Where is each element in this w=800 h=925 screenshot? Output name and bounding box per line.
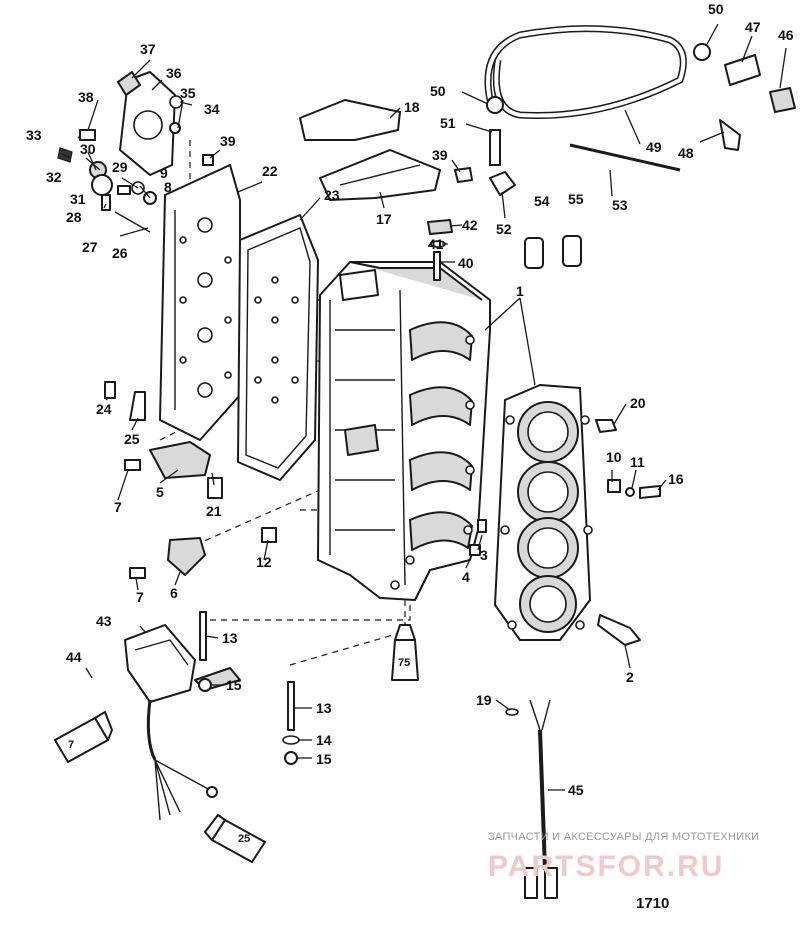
tube-label-25: 25	[238, 833, 250, 845]
wire-harness	[505, 699, 558, 899]
callout-36: 36	[166, 65, 182, 81]
callout-11: 11	[630, 454, 645, 470]
figure-number: 1710	[636, 895, 669, 912]
callout-24: 24	[96, 401, 112, 417]
callout-7-a: 7	[114, 499, 122, 515]
top-covers	[299, 99, 441, 201]
tube-label-75: 75	[398, 657, 410, 669]
callout-6: 6	[170, 585, 178, 601]
callout-9: 9	[160, 165, 168, 181]
callout-19: 19	[476, 692, 492, 708]
callout-3: 3	[480, 547, 488, 563]
callout-28: 28	[66, 209, 82, 225]
callout-49: 49	[646, 139, 662, 155]
callout-31: 31	[70, 191, 86, 207]
head-bolts	[469, 419, 661, 646]
callout-16: 16	[668, 471, 684, 487]
callout-38: 38	[78, 89, 94, 105]
callout-18: 18	[404, 99, 420, 115]
callout-23: 23	[324, 187, 340, 203]
callout-40: 40	[458, 255, 474, 271]
callout-45: 45	[568, 782, 584, 798]
callout-43: 43	[96, 613, 112, 629]
callout-47: 47	[745, 19, 761, 35]
callout-26: 26	[112, 245, 128, 261]
callout-41: 41	[428, 236, 444, 252]
water-hose	[484, 25, 796, 172]
callout-34: 34	[204, 101, 220, 117]
callout-1: 1	[516, 283, 524, 299]
thermostat-cover	[117, 71, 176, 176]
callout-22: 22	[262, 163, 278, 179]
callout-39-b: 39	[432, 147, 448, 163]
watermark-caption: ЗАПЧАСТИ И АКСЕССУАРЫ ДЛЯ МОТОТЕХНИКИ	[488, 831, 759, 843]
callout-12: 12	[256, 554, 272, 570]
callout-30: 30	[80, 141, 96, 157]
callout-46: 46	[778, 27, 794, 43]
callout-27: 27	[82, 239, 98, 255]
cylinder-block	[317, 261, 491, 601]
callout-25: 25	[124, 431, 140, 447]
callout-5: 5	[156, 484, 164, 500]
callout-39-a: 39	[220, 133, 236, 149]
callout-numbers: 1 2 3 4 5 6 7 7 8 9 10 11 12 13 13 14 15…	[26, 1, 794, 798]
cylinder-head	[494, 384, 593, 641]
leader-lines	[61, 23, 787, 791]
callout-14: 14	[316, 732, 332, 748]
callout-48: 48	[678, 145, 694, 161]
callout-55: 55	[568, 191, 584, 207]
sealant-tube-7: 7	[54, 711, 113, 763]
tube-label-7: 7	[68, 739, 74, 751]
watermark: ЗАПЧАСТИ И АКСЕССУАРЫ ДЛЯ МОТОТЕХНИКИ PA…	[488, 831, 759, 883]
callout-50-a: 50	[708, 1, 724, 17]
callout-54: 54	[534, 193, 550, 209]
studs-and-nuts	[194, 611, 300, 765]
callout-52: 52	[496, 221, 512, 237]
callout-44: 44	[66, 649, 82, 665]
sealant-tube-75: 75	[391, 624, 419, 681]
rectifier	[124, 624, 218, 821]
sealant-tube-25: 25	[204, 814, 266, 863]
callout-2: 2	[626, 669, 634, 685]
callout-15-a: 15	[226, 677, 242, 693]
callout-29: 29	[112, 159, 128, 175]
callout-8: 8	[164, 179, 172, 195]
callout-51: 51	[440, 115, 456, 131]
callout-15-b: 15	[316, 751, 332, 767]
exhaust-cover-plate	[159, 164, 241, 441]
callout-20: 20	[630, 395, 646, 411]
callout-10: 10	[606, 449, 622, 465]
anodes	[524, 235, 582, 269]
callout-7-b: 7	[136, 589, 144, 605]
callout-13-b: 13	[316, 700, 332, 716]
callout-21: 21	[206, 503, 222, 519]
callout-53: 53	[612, 197, 628, 213]
callout-13-a: 13	[222, 630, 238, 646]
callout-4: 4	[462, 569, 470, 585]
callout-35: 35	[180, 85, 196, 101]
callout-42: 42	[462, 217, 478, 233]
callout-17: 17	[376, 211, 392, 227]
small-fasteners	[57, 95, 277, 579]
callout-50-b: 50	[430, 83, 446, 99]
callout-32: 32	[46, 169, 62, 185]
callout-33: 33	[26, 127, 42, 143]
callout-37: 37	[140, 41, 156, 57]
watermark-logo: PARTSFOR.RU	[488, 850, 724, 883]
gasket	[237, 214, 319, 481]
